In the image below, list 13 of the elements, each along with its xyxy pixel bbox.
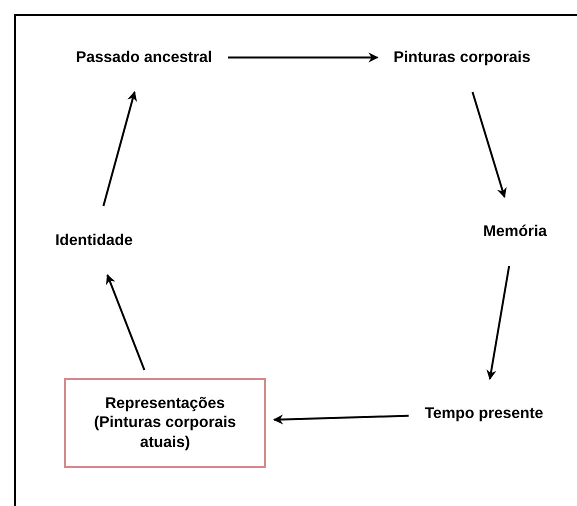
arrow: [106, 274, 146, 370]
node-label: Pinturas corporais: [394, 49, 530, 66]
node-label: Tempo presente: [424, 405, 544, 422]
arrow: [273, 414, 409, 424]
node-label: Identidade: [55, 232, 133, 249]
arrow: [472, 92, 507, 198]
arrow: [228, 52, 379, 62]
process-box: [64, 378, 266, 468]
node-label: Memória: [483, 223, 547, 240]
arrow: [486, 266, 510, 380]
node-label: Passado ancestral: [76, 49, 212, 66]
node-label: Representações (Pinturas corporais atuais): [92, 394, 238, 452]
arrow: [102, 91, 138, 206]
